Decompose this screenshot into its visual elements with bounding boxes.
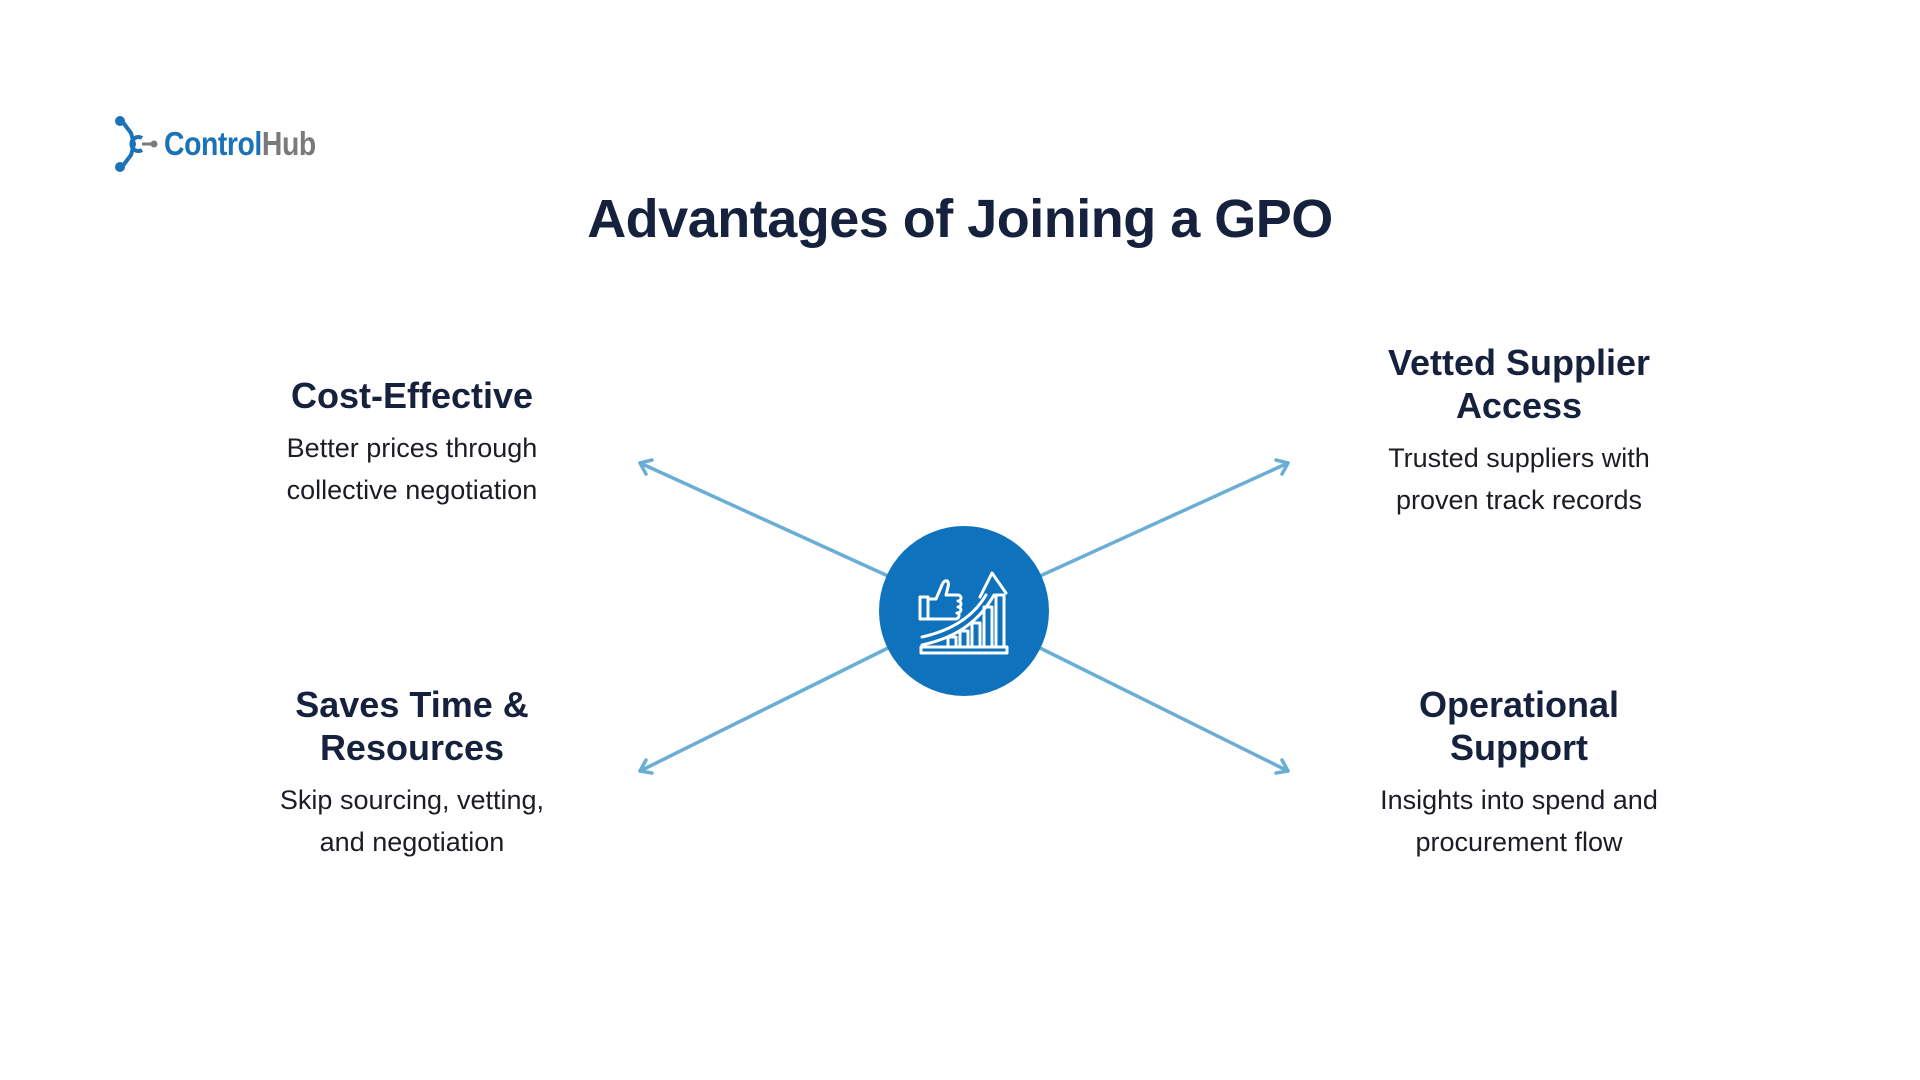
description-line: collective negotiation <box>286 475 538 505</box>
title-line: Support <box>1450 727 1588 768</box>
logo-text-control: Control <box>164 125 262 162</box>
arrow-bottom-left <box>638 646 890 775</box>
description-line: proven track records <box>1395 485 1643 515</box>
arrow-top-right <box>1038 458 1290 578</box>
arrow-bottom-right <box>1038 646 1290 775</box>
arrow-top-left <box>638 458 890 578</box>
title-line: Vetted Supplier <box>1387 342 1651 383</box>
logo-text-hub: Hub <box>261 125 316 162</box>
title-line: Saves Time & <box>295 684 529 725</box>
description-line: Skip sourcing, vetting, <box>279 785 545 815</box>
advantage-title: Saves Time & Resources <box>232 683 592 769</box>
advantage-description: Trusted suppliers with proven track reco… <box>1339 437 1699 521</box>
advantage-operational-support: Operational Support Insights into spend … <box>1339 683 1699 863</box>
description-line: and negotiation <box>319 827 505 857</box>
title-line: Resources <box>319 727 505 768</box>
advantage-description: Insights into spend and procurement flow <box>1339 779 1699 863</box>
title-line: Operational <box>1418 684 1620 725</box>
thumbs-up-growth-chart-icon <box>918 571 1009 655</box>
advantage-description: Skip sourcing, vetting, and negotiation <box>232 779 592 863</box>
description-line: Trusted suppliers with <box>1388 443 1650 473</box>
advantage-title: Vetted Supplier Access <box>1339 341 1699 427</box>
advantage-description: Better prices through collective negotia… <box>232 427 592 511</box>
description-line: Insights into spend and <box>1380 785 1658 815</box>
advantage-saves-time-resources: Saves Time & Resources Skip sourcing, ve… <box>232 683 592 863</box>
advantage-cost-effective: Cost-Effective Better prices through col… <box>232 374 592 511</box>
title-line: Access <box>1455 385 1583 426</box>
page-title: Advantages of Joining a GPO <box>587 189 1333 249</box>
advantage-vetted-supplier-access: Vetted Supplier Access Trusted suppliers… <box>1339 341 1699 521</box>
description-line: Better prices through <box>286 433 538 463</box>
description-line: procurement flow <box>1415 827 1623 857</box>
advantage-title: Cost-Effective <box>290 375 534 416</box>
controlhub-logo-icon <box>115 116 158 172</box>
advantage-title: Operational Support <box>1339 683 1699 769</box>
center-circle <box>879 526 1049 696</box>
